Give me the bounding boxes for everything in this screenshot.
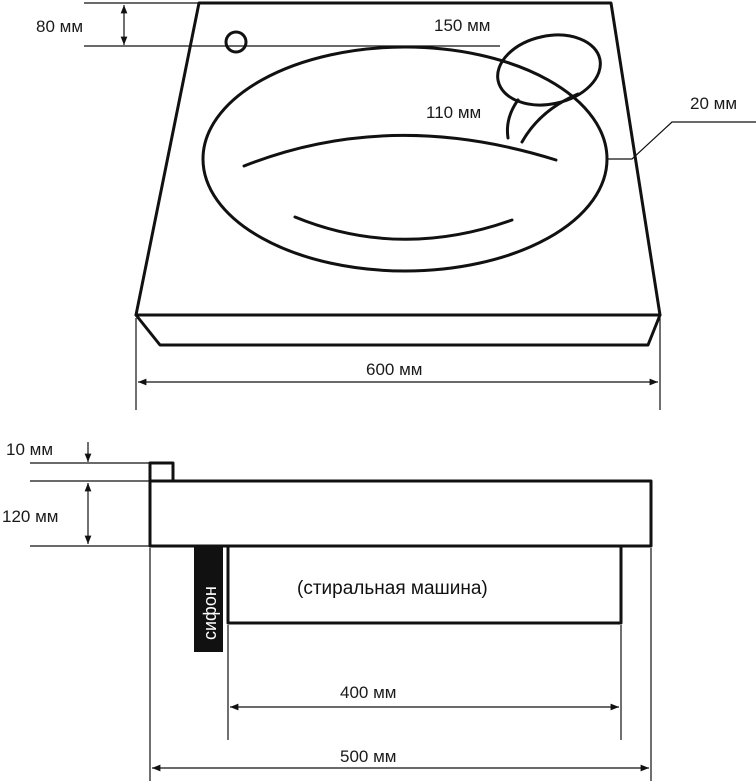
soap-dish-width-label: 110 мм — [426, 103, 481, 122]
side-view: (стиральная машина) сифон 10 мм 120 мм 4… — [2, 440, 653, 781]
siphon-label: сифон — [200, 586, 220, 640]
soap-dish-drain-right — [520, 92, 580, 144]
depth-label: 500 мм — [340, 747, 396, 766]
faucet-offset-label: 80 мм — [36, 17, 83, 36]
countertop-front-edge — [134, 313, 662, 347]
faucet-hole — [224, 30, 248, 54]
bowl-contour-upper — [242, 133, 558, 168]
washing-machine-label: (стиральная машина) — [297, 578, 488, 599]
soap-dish — [496, 33, 602, 107]
rim-label: 20 мм — [690, 94, 737, 113]
washing-machine — [226, 544, 623, 625]
top-view: 80 мм 150 мм 110 мм 20 мм 600 мм — [36, 1, 756, 410]
sink-height-label: 120 мм — [2, 507, 58, 526]
backsplash — [148, 461, 175, 483]
siphon — [194, 546, 223, 652]
machine-width-label: 400 мм — [340, 683, 396, 702]
backsplash-height-label: 10 мм — [6, 440, 53, 459]
bowl-contour-lower — [293, 215, 514, 241]
soap-dish-length-label: 150 мм — [434, 16, 490, 35]
width-label: 600 мм — [366, 360, 422, 379]
soap-dish-drain-left — [506, 98, 520, 140]
sink-side-profile — [148, 479, 653, 548]
countertop-outline — [134, 1, 662, 317]
